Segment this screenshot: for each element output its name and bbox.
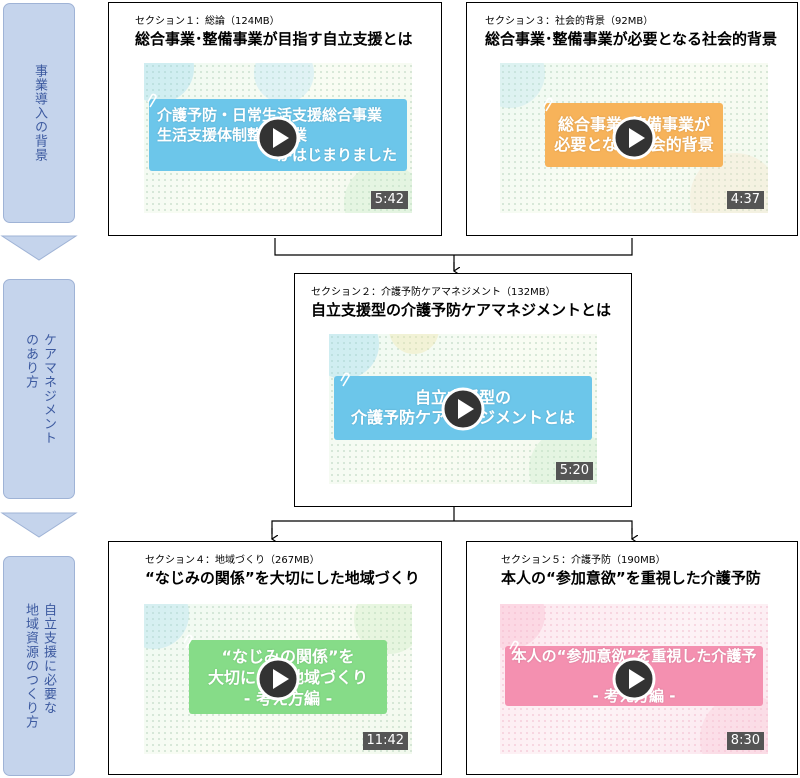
section-label: セクション４：地域づくり（267MB）: [145, 555, 320, 566]
play-icon[interactable]: [256, 657, 300, 701]
phase-label: 事業導入の背景: [32, 64, 47, 162]
paperclip-icon: [543, 97, 553, 112]
section-label: セクション２：介護予防ケアマネジメント（132MB）: [311, 287, 556, 298]
video-thumbnail[interactable]: 介護予防・日常生活支援総合事業 生活支援体制整備事業 がはじまりました 5:42: [144, 63, 412, 213]
phase-label: ケアマネジメント のあり方: [23, 333, 56, 445]
phase-background: 事業導入の背景: [3, 3, 75, 223]
video-duration: 8:30: [726, 732, 764, 750]
video-duration: 11:42: [362, 732, 408, 750]
section-card-3[interactable]: セクション３：社会的背景（92MB） 総合事業･整備事業が必要となる社会的背景 …: [466, 2, 798, 236]
video-thumbnail[interactable]: 自立支援型の 介護予防ケアマネジメントとは 5:20: [329, 334, 597, 484]
paperclip-icon: [509, 640, 519, 655]
phase-care-management: ケアマネジメント のあり方: [3, 279, 75, 499]
section-label: セクション３：社会的背景（92MB）: [485, 16, 654, 27]
video-thumbnail[interactable]: 総合事業･整備事業が 必要となる社会的背景 4:37: [500, 63, 768, 213]
banner-line: 介護予防・日常生活支援総合事業: [157, 106, 383, 124]
section-title: “なじみの関係”を大切にした地域づくり: [145, 569, 420, 587]
section-label: セクション１：総論（124MB）: [135, 16, 280, 27]
phase-label: 自立支援に必要な 地域資源のつくり方: [23, 603, 56, 729]
play-icon[interactable]: [256, 116, 300, 160]
section-card-4[interactable]: セクション４：地域づくり（267MB） “なじみの関係”を大切にした地域づくり …: [108, 541, 442, 775]
video-duration: 5:20: [555, 462, 593, 480]
video-duration: 4:37: [726, 191, 764, 209]
paperclip-icon: [183, 634, 193, 649]
banner-line: がはじまりました: [277, 146, 398, 164]
video-duration: 5:42: [370, 191, 408, 209]
connector-bottom: [271, 507, 633, 534]
phase-arrow-2: [0, 512, 78, 538]
banner-line: “なじみの関係”を: [221, 646, 355, 666]
video-thumbnail[interactable]: 本人の“参加意欲”を重視した介護予防 - 考え方編 - 8:30: [500, 604, 768, 754]
video-thumbnail[interactable]: “なじみの関係”を 大切にした地域づくり - 考え方編 - 11:42: [144, 604, 412, 754]
play-icon[interactable]: [612, 657, 656, 701]
play-icon[interactable]: [612, 116, 656, 160]
section-title: 総合事業･整備事業が目指す自立支援とは: [135, 30, 413, 48]
section-title: 総合事業･整備事業が必要となる社会的背景: [485, 30, 778, 48]
phase-regional-resources: 自立支援に必要な 地域資源のつくり方: [3, 556, 75, 776]
section-card-1[interactable]: セクション１：総論（124MB） 総合事業･整備事業が目指す自立支援とは 介護予…: [108, 2, 442, 236]
paperclip-icon: [340, 372, 350, 387]
section-title: 自立支援型の介護予防ケアマネジメントとは: [311, 301, 612, 319]
section-card-5[interactable]: セクション５：介護予防（190MB） 本人の“参加意欲”を重視した介護予防 本人…: [466, 541, 798, 775]
section-title: 本人の“参加意欲”を重視した介護予防: [501, 569, 761, 587]
phase-arrow-1: [0, 235, 78, 261]
section-card-2[interactable]: セクション２：介護予防ケアマネジメント（132MB） 自立支援型の介護予防ケアマ…: [294, 273, 632, 507]
paperclip-icon: [147, 93, 157, 108]
play-icon[interactable]: [441, 387, 485, 431]
section-label: セクション５：介護予防（190MB）: [501, 555, 666, 566]
